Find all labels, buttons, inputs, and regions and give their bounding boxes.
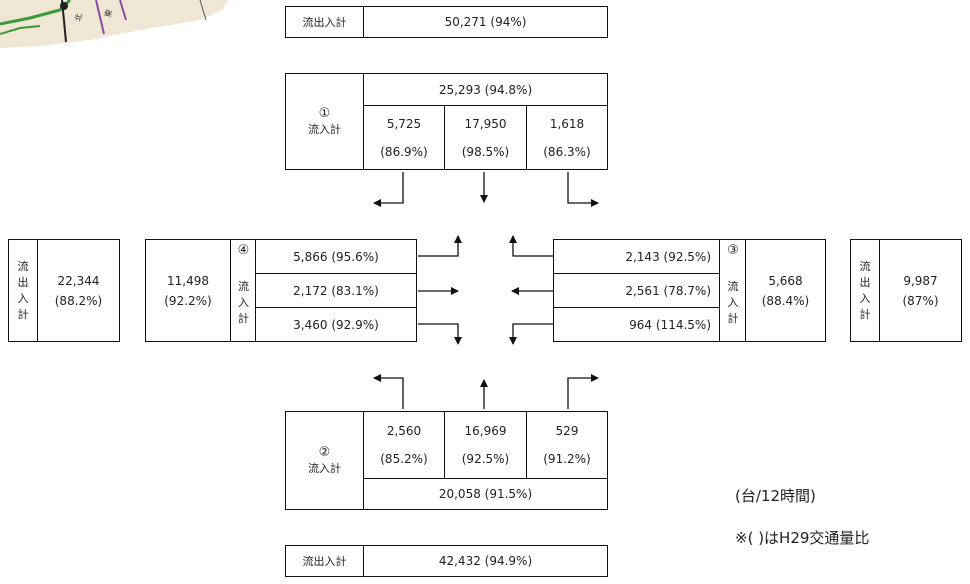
left-inflow-ratio: (92.2%)	[164, 293, 212, 308]
bottom-movement-left: 2,560 (85.2%)	[363, 412, 444, 478]
left-outflow-label: 流 出 入 計	[17, 259, 29, 321]
bottom-left-turn-arrow	[373, 374, 404, 409]
right-intersection-symbol: ③	[727, 243, 739, 258]
right-inflow-label: 流 入 計	[727, 280, 739, 325]
top-movement-left-ratio: (86.9%)	[380, 144, 428, 159]
right-left-turn-arrow	[509, 235, 553, 257]
svg-text:東: 東	[102, 8, 114, 18]
bottom-inflow-box: ② 流入計 2,560 (85.2%) 16,969 (92.5%) 529 (…	[285, 411, 608, 510]
right-inflow-values: 5,668 (88.4%)	[745, 240, 825, 341]
bottom-inflow-header: ② 流入計	[286, 412, 363, 509]
top-movement-straight-value: 17,950	[464, 116, 507, 131]
bottom-inflow-label: 流入計	[308, 461, 341, 475]
top-movement-straight-ratio: (98.5%)	[461, 144, 510, 159]
top-movement-left-value: 5,725	[386, 116, 422, 131]
left-movement-straight: 2,172 (83.1%)	[255, 274, 416, 308]
right-movement-right-turn: 964 (114.5%)	[629, 317, 711, 332]
left-outflow-ratio: (88.2%)	[54, 293, 103, 308]
right-inflow-header: ③ 流 入 計	[719, 240, 746, 341]
top-left-turn-arrow	[373, 172, 404, 207]
legend-note: ※( )はH29交通量比	[735, 529, 870, 547]
right-movement-left-turn: 2,143 (92.5%)	[554, 240, 719, 274]
top-outflow-box: 流出入計 50,271 (94%)	[285, 6, 608, 38]
left-right-turn-arrow	[418, 235, 462, 257]
right-inflow-total: 5,668	[768, 273, 803, 288]
top-movement-right: 1,618 (86.3%)	[526, 106, 607, 169]
bottom-movement-straight-ratio: (92.5%)	[461, 452, 510, 466]
left-left-turn-arrow	[418, 323, 462, 345]
top-movement-right-value: 1,618	[549, 116, 585, 131]
bottom-movement-straight-value: 16,969	[464, 424, 507, 438]
bottom-movement-straight: 16,969 (92.5%)	[444, 412, 526, 478]
left-inflow-total: 11,498	[167, 273, 209, 288]
top-outflow-label: 流出入計	[302, 16, 347, 29]
bottom-movement-left-value: 2,560	[386, 424, 422, 438]
right-outflow-ratio: (87%)	[902, 293, 939, 308]
bottom-movement-right-ratio: (91.2%)	[543, 452, 591, 466]
left-outflow-box: 流 出 入 計 22,344 (88.2%)	[8, 239, 120, 342]
bottom-right-turn-arrow	[567, 374, 599, 409]
unit-note: (台/12時間)	[735, 487, 816, 505]
right-movement-straight: 2,561 (78.7%)	[554, 274, 719, 308]
left-inflow-values: 11,498 (92.2%)	[146, 240, 230, 341]
bottom-outflow-label: 流出入計	[302, 555, 347, 568]
top-movement-left: 5,725 (86.9%)	[363, 106, 444, 169]
left-outflow-values: 22,344 (88.2%)	[37, 240, 119, 341]
right-inflow-box: 2,143 (92.5%) 2,561 (78.7%) 964 (114.5%)…	[553, 239, 826, 342]
bottom-movement-left-ratio: (85.2%)	[380, 452, 428, 466]
left-movement-right-turn: 5,866 (95.6%)	[255, 240, 416, 274]
right-outflow-box: 流 出 入 計 9,987 (87%)	[850, 239, 962, 342]
left-intersection-symbol: ④	[237, 243, 250, 258]
top-movement-right-ratio: (86.3%)	[543, 144, 591, 159]
left-outflow-total: 22,344	[57, 273, 100, 288]
map-fragment: 北 東	[0, 0, 228, 48]
bottom-inflow-total: 20,058 (91.5%)	[363, 478, 607, 509]
bottom-movement-right: 529 (91.2%)	[526, 412, 607, 478]
top-inflow-total: 25,293 (94.8%)	[363, 74, 607, 106]
bottom-outflow-total: 42,432 (94.9%)	[363, 546, 607, 576]
right-outflow-total: 9,987	[903, 273, 938, 288]
left-inflow-header: ④ 流 入 計	[230, 240, 256, 341]
top-intersection-symbol: ①	[318, 105, 331, 121]
left-inflow-box: 11,498 (92.2%) ④ 流 入 計 5,866 (95.6%) 2,1…	[145, 239, 417, 342]
top-outflow-total: 50,271 (94%)	[363, 7, 607, 37]
bottom-outflow-box: 流出入計 42,432 (94.9%)	[285, 545, 608, 577]
top-movement-straight: 17,950 (98.5%)	[444, 106, 526, 169]
top-inflow-box: ① 流入計 25,293 (94.8%) 5,725 (86.9%) 17,95…	[285, 73, 608, 170]
top-right-turn-arrow	[567, 172, 599, 207]
right-right-turn-arrow	[509, 323, 553, 345]
top-inflow-header: ① 流入計	[286, 74, 363, 169]
left-movement-left-turn: 3,460 (92.9%)	[255, 308, 416, 341]
right-outflow-label: 流 出 入 計	[859, 259, 871, 321]
right-outflow-values: 9,987 (87%)	[879, 240, 961, 341]
right-inflow-ratio: (88.4%)	[761, 293, 810, 308]
svg-text:北: 北	[73, 12, 84, 22]
left-inflow-label: 流 入 計	[238, 280, 249, 325]
bottom-intersection-symbol: ②	[318, 444, 331, 460]
top-inflow-label: 流入計	[308, 122, 341, 136]
bottom-movement-right-value: 529	[555, 424, 579, 438]
